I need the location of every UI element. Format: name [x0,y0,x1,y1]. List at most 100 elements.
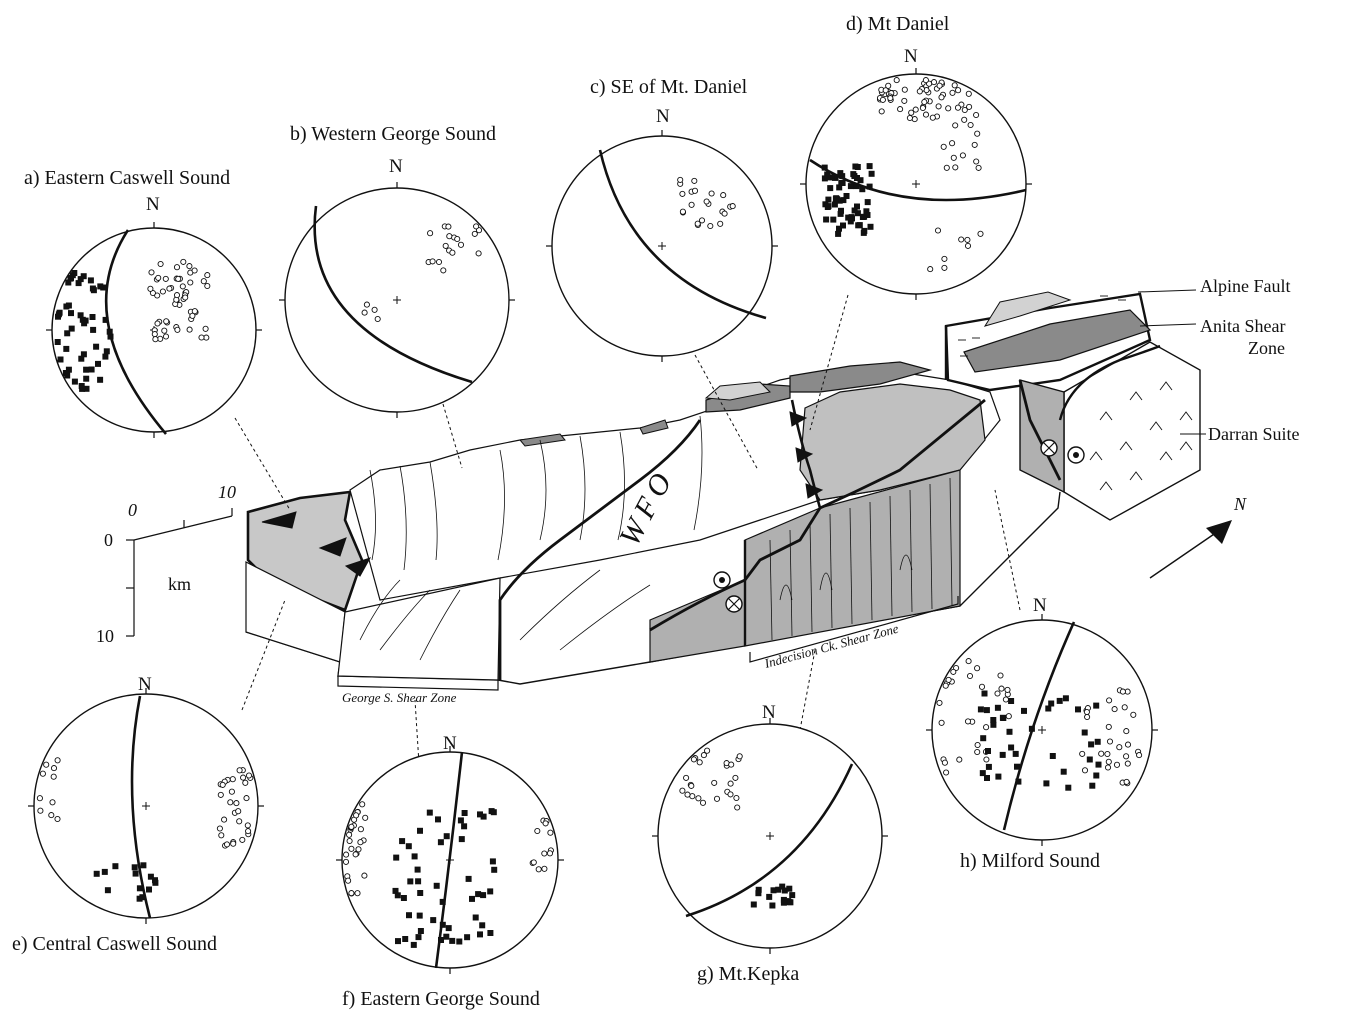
lineation-square [107,329,113,335]
lineation-square [411,942,417,948]
pole-open-circle [244,796,249,801]
scale-unit: km [168,574,191,594]
pole-open-circle [362,873,367,878]
lineation-square [487,930,493,936]
pole-open-circle [181,259,186,264]
pole-open-circle [978,231,983,236]
pole-open-circle [236,809,241,814]
pole-open-circle [995,691,1000,696]
lineation-square [415,878,421,884]
pole-open-circle [689,202,694,207]
pole-open-circle [364,302,369,307]
lineation-square [148,874,154,880]
pole-open-circle [229,789,234,794]
lineation-square [1013,751,1019,757]
pole-open-circle [907,115,912,120]
pole-open-circle [917,89,922,94]
pole-open-circle [975,749,980,754]
lineation-square [438,937,444,943]
lineation-square [438,839,444,845]
lineation-square [1021,708,1027,714]
lineation-square [93,344,99,350]
pole-open-circle [709,191,714,196]
lineation-square [869,171,875,177]
lineation-square [399,838,405,844]
lineation-square [827,185,833,191]
lineation-square [1008,745,1014,751]
pole-open-circle [721,193,726,198]
lineation-square [461,823,467,829]
pole-open-circle [685,792,690,797]
pole-open-circle [939,95,944,100]
net-title-h: h) Milford Sound [960,850,1100,872]
lineation-square [787,899,793,905]
net-title-a: a) Eastern Caswell Sound [24,167,230,189]
lineation-square [469,896,475,902]
lineation-square [1093,703,1099,709]
lineation-square [835,231,841,237]
pole-open-circle [955,105,960,110]
pole-open-circle [51,766,56,771]
pole-open-circle [967,673,972,678]
lineation-square [849,214,855,220]
pole-open-circle [913,107,918,112]
pole-open-circle [188,280,193,285]
pole-open-circle [163,276,168,281]
pole-open-circle [953,165,958,170]
lineation-square [90,314,96,320]
lineation-square [982,691,988,697]
stereonet-f [336,746,564,974]
pole-open-circle [962,117,967,122]
lineation-square [1000,752,1006,758]
lineation-square [859,186,865,192]
pole-open-circle [1003,697,1008,702]
lineation-square [786,886,792,892]
pole-open-circle [1124,754,1129,759]
pole-open-circle [237,819,242,824]
lineation-square [995,774,1001,780]
lineation-square [89,367,95,373]
lineation-square [81,351,87,357]
net-title-f: f) Eastern George Sound [342,988,540,1010]
pole-open-circle [692,188,697,193]
pole-open-circle [960,153,965,158]
pole-open-circle [219,833,224,838]
lineation-square [78,276,84,282]
lineation-square [104,348,110,354]
lineation-square [459,836,465,842]
pole-open-circle [912,117,917,122]
lineation-square [64,330,70,336]
pole-open-circle [243,780,248,785]
dot-in-circle-symbol [1068,447,1084,463]
pole-open-circle [923,78,928,83]
pole-open-circle [476,251,481,256]
lineation-square [83,367,89,373]
pole-open-circle [1137,753,1142,758]
pole-open-circle [737,754,742,759]
lineation-square [491,867,497,873]
pole-open-circle [205,283,210,288]
stereonet-e [28,688,264,924]
lineation-square [68,310,74,316]
pole-open-circle [363,815,368,820]
lineation-square [868,224,874,230]
pole-open-circle [228,800,233,805]
lineation-square [440,922,446,928]
lineation-square [63,346,69,352]
lineation-square [1000,715,1006,721]
pole-open-circle [1125,742,1130,747]
lineation-square [852,208,858,214]
pole-open-circle [358,840,363,845]
lineation-square [491,809,497,815]
lineation-square [78,312,84,318]
pole-open-circle [879,109,884,114]
lineation-square [789,892,795,898]
pole-open-circle [455,236,460,241]
pole-open-circle [966,91,971,96]
lineation-square [1014,764,1020,770]
lineation-square [90,327,96,333]
pole-open-circle [187,264,192,269]
lineation-square [435,816,441,822]
label-alpine-fault: Alpine Fault [1200,276,1291,296]
pole-open-circle [678,177,683,182]
